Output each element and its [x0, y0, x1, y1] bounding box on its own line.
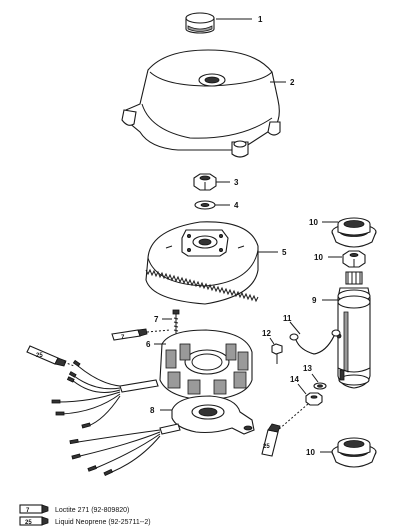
callout-3: 3 [234, 178, 239, 187]
part-stator [119, 329, 253, 401]
sealant-tube-icon: 7 [111, 328, 148, 341]
callout-6: 6 [146, 340, 151, 349]
sealant-tube-icon: 25 [19, 516, 49, 526]
callout-7: 7 [154, 315, 159, 324]
legend-text-loctite: Loctite 271 (92-809820) [55, 507, 129, 514]
part-washer [194, 200, 216, 210]
stator-wires [51, 359, 121, 429]
part-starter-motor [336, 271, 371, 389]
callout-5: 5 [282, 248, 287, 257]
part-hex-nut [305, 392, 323, 406]
legend-item-neoprene: 25 Liquid Neoprene (92-25711--2) [19, 516, 151, 526]
sealant-tube-icon: 25 [26, 345, 67, 367]
sealant-tag-neoprene-2: 25 [263, 444, 270, 450]
part-ground-cable [289, 329, 341, 355]
part-cap [185, 12, 215, 34]
part-screw [172, 309, 180, 336]
part-pinion-nut [342, 250, 366, 268]
callout-9: 9 [312, 296, 317, 305]
sealant-tube-icon: 25 [261, 423, 281, 457]
callout-4: 4 [234, 201, 239, 210]
callout-12: 11 [283, 314, 292, 323]
part-collar-top [331, 217, 377, 248]
callout-1: 1 [258, 15, 263, 24]
part-lock-washer [313, 382, 327, 390]
part-nut [193, 173, 217, 191]
callout-8: 8 [150, 406, 155, 415]
part-collar-bottom [331, 437, 377, 468]
legend: 7 Loctite 271 (92-809820) 25 Liquid Neop… [19, 504, 151, 526]
callout-15: 14 [290, 375, 299, 384]
trigger-wires [69, 429, 161, 477]
legend-item-loctite: 7 Loctite 271 (92-809820) [19, 504, 129, 514]
sealant-tag-loctite: 7 [121, 335, 125, 341]
part-flywheel-cover [121, 49, 281, 158]
legend-text-neoprene: Liquid Neoprene (92-25711--2) [55, 519, 151, 526]
legend-num-loctite: 7 [26, 508, 30, 514]
callout-10-bottom: 10 [306, 448, 315, 457]
callout-13: 12 [262, 329, 271, 338]
part-flywheel [145, 221, 259, 305]
sealant-tube-icon: 7 [19, 504, 49, 514]
callout-10-top: 10 [309, 218, 318, 227]
callout-11: 10 [314, 253, 323, 262]
part-bolt [271, 343, 283, 364]
legend-num-neoprene: 25 [25, 520, 32, 526]
part-trigger [159, 395, 255, 435]
callout-14: 13 [303, 364, 312, 373]
sealant-tag-neoprene-1: 25 [36, 353, 43, 359]
callout-2: 2 [290, 78, 295, 87]
